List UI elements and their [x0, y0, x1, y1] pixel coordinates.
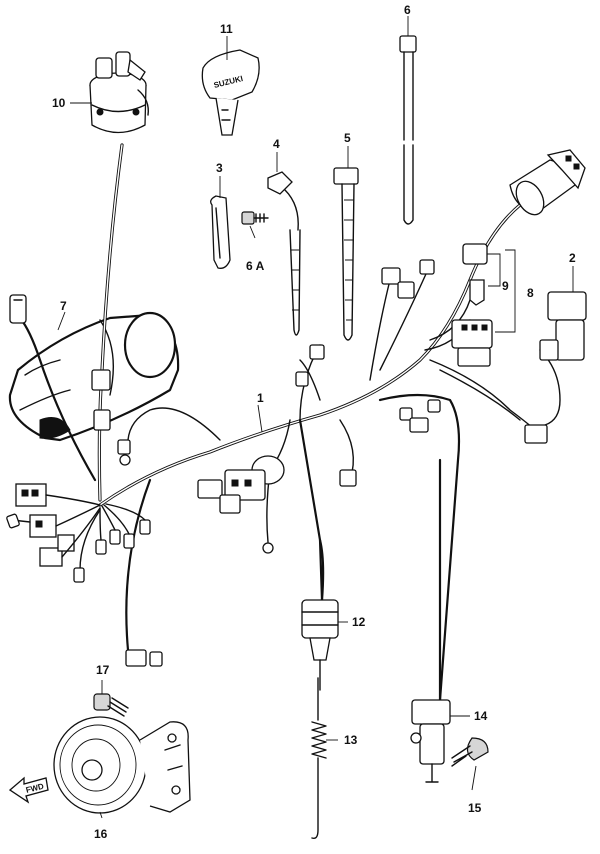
- switch-part-12: [301, 538, 339, 691]
- switch-part-14: [410, 458, 451, 783]
- upper-connectors: [295, 259, 441, 487]
- connector-part-2: [524, 291, 587, 444]
- clamp-part-3: [210, 195, 231, 269]
- callout-labels: 1 2 3 4 5 6 6 A 7 8 9 10 11 12 13 14 15 …: [52, 3, 576, 841]
- flasher-unit: [509, 149, 586, 216]
- callout-7: 7: [60, 299, 67, 313]
- callout-16: 16: [94, 827, 108, 841]
- horn-part-16: [53, 716, 191, 814]
- callout-11: 11: [220, 22, 233, 36]
- main-harness-part-1: [18, 143, 561, 702]
- cable-tie-part-6: [399, 35, 417, 225]
- direction-label: FWD: [25, 782, 45, 795]
- relay-part-9: [462, 243, 501, 306]
- callout-1: 1: [257, 391, 264, 405]
- key-part-11: SUZUKI: [201, 49, 260, 136]
- callout-8: 8: [527, 286, 534, 300]
- callout-2: 2: [569, 251, 576, 265]
- spring-part-13: [311, 677, 327, 840]
- ignition-switch-part-10: [89, 51, 149, 134]
- callout-13: 13: [344, 733, 358, 747]
- callout-3: 3: [216, 161, 223, 175]
- bolt-part-17: [93, 693, 129, 717]
- callout-9: 9: [502, 279, 509, 293]
- cable-tie-part-4: [267, 171, 301, 336]
- leader-lines: [57, 16, 574, 819]
- band-part-5: [333, 167, 359, 341]
- callout-17: 17: [96, 663, 110, 677]
- callout-6: 6: [404, 3, 411, 17]
- callout-14: 14: [474, 709, 488, 723]
- callout-4: 4: [273, 137, 280, 151]
- forward-direction-arrow: FWD: [8, 776, 49, 804]
- center-relay-cluster: [197, 455, 285, 514]
- callout-12: 12: [352, 615, 366, 629]
- bolt-part-6a: [241, 211, 269, 225]
- battery-terminal: [9, 294, 27, 324]
- callout-5: 5: [344, 131, 351, 145]
- callout-6a: 6 A: [246, 259, 265, 273]
- ignition-connector: [91, 369, 111, 431]
- left-connector-cluster: [6, 483, 151, 583]
- relay-block-part-8: [451, 249, 516, 367]
- callout-15: 15: [468, 801, 482, 815]
- screw-part-15: [451, 737, 489, 767]
- callout-10: 10: [52, 96, 66, 110]
- ring-terminals: [117, 439, 274, 667]
